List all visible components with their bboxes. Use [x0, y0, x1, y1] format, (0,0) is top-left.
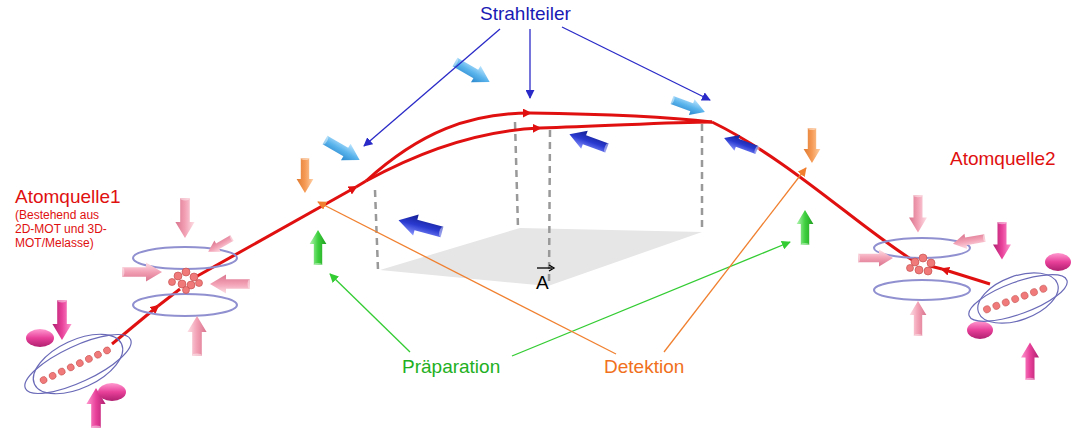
- beam-splitter-label: Strahlteiler: [480, 3, 571, 25]
- leader-lines: [318, 27, 806, 356]
- source-label: Atomquelle2: [950, 148, 1056, 170]
- source-note: (Bestehend aus 2D-MOT und 3D-MOT/Melasse…: [15, 209, 117, 250]
- atom-trajectories: [112, 113, 990, 344]
- preparation-label: Präparation: [402, 356, 500, 378]
- detection-label: Detektion: [604, 356, 684, 378]
- beam-splitter-lasers: [318, 52, 762, 243]
- vector-arrow: [537, 265, 554, 271]
- area-vector-label: A: [536, 272, 549, 294]
- dashed-verticals: [375, 122, 702, 285]
- atom-source-2: [856, 193, 1072, 383]
- detection-preparation-beams: [297, 126, 821, 267]
- source-label: Atomquelle1: [15, 186, 121, 208]
